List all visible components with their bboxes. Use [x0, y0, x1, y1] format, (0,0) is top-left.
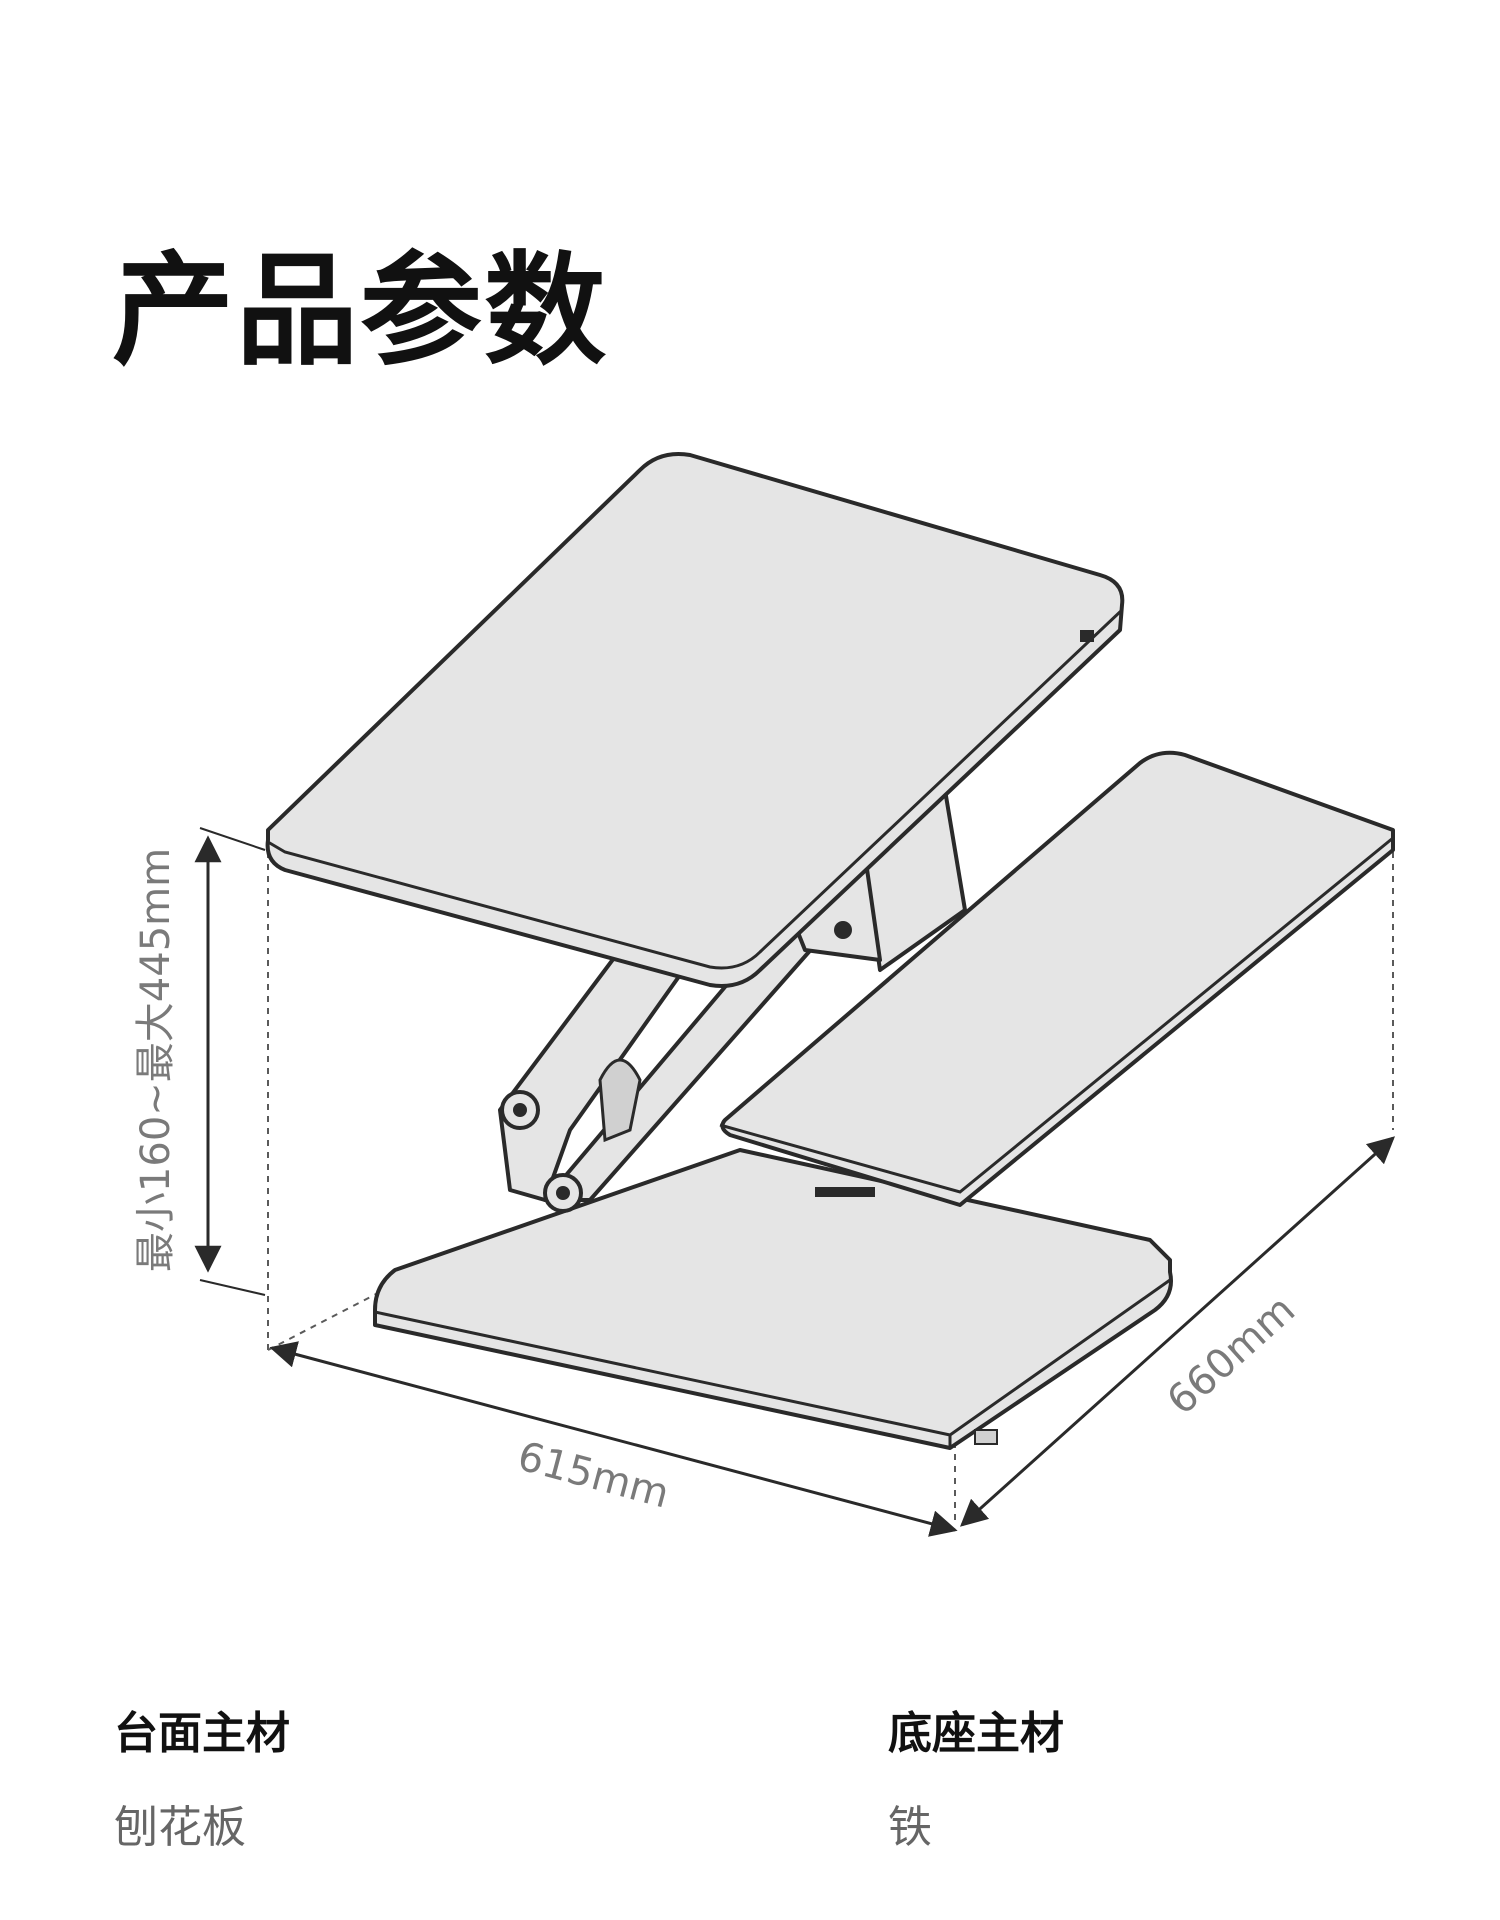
- spec-label: 台面主材: [114, 1708, 290, 1759]
- spec-value: 刨花板: [114, 1802, 246, 1853]
- spec-tabletop-material: 台面主材 刨花板: [114, 1712, 290, 1850]
- spec-value: 铁: [888, 1802, 932, 1853]
- base-plate: [373, 1148, 1173, 1450]
- standing-desk-converter-illustration: 最小160~最大445mm 615mm 660mm: [133, 452, 1396, 1537]
- spec-label: 底座主材: [888, 1708, 1064, 1759]
- upper-work-surface: [265, 452, 1125, 988]
- product-dimension-drawing: 最小160~最大445mm 615mm 660mm: [0, 430, 1500, 1560]
- width-dimension-label: 615mm: [513, 1433, 674, 1517]
- spec-base-material: 底座主材 铁: [888, 1712, 1064, 1850]
- depth-dimension-label: 660mm: [1159, 1287, 1304, 1424]
- height-dimension-label: 最小160~最大445mm: [133, 848, 179, 1272]
- page-title: 产品参数: [112, 240, 608, 382]
- height-dimension: 最小160~最大445mm: [133, 827, 266, 1296]
